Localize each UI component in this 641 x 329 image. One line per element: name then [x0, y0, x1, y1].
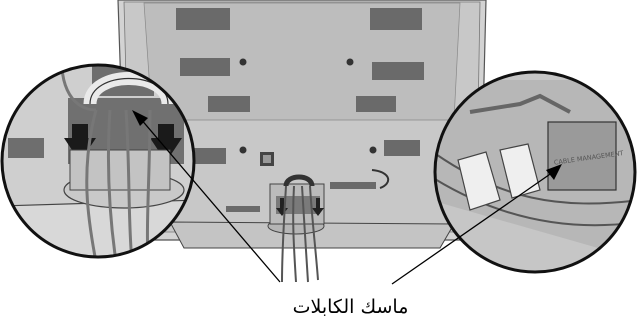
cable-holder-caption: ماسك الكابلات	[0, 296, 641, 318]
